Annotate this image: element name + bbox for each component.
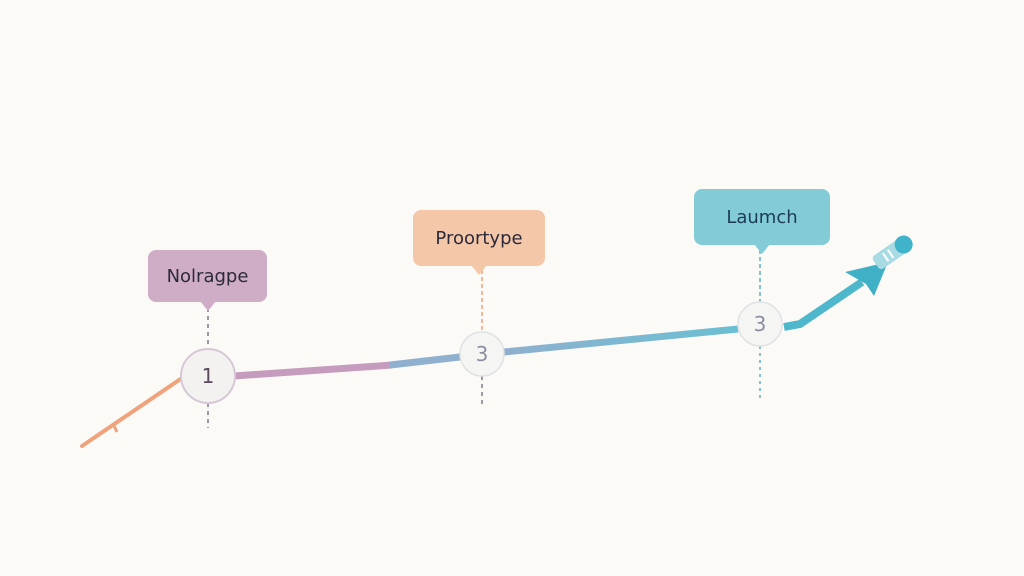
node-2-circle bbox=[459, 331, 505, 377]
segment-2 bbox=[389, 353, 461, 369]
node-3-circle bbox=[737, 301, 783, 347]
arrow-line bbox=[783, 278, 865, 331]
arrow-head bbox=[845, 262, 888, 296]
node-1-number: 1 bbox=[201, 364, 215, 388]
segment-1 bbox=[233, 361, 393, 380]
rocket-icon bbox=[872, 235, 913, 270]
start-tick bbox=[111, 423, 119, 433]
node-1-circle bbox=[180, 348, 236, 404]
milestone-label-1: Nolragpe bbox=[148, 250, 267, 311]
node-2-number: 3 bbox=[475, 342, 489, 366]
milestone-label-3: Laumch bbox=[694, 189, 830, 254]
start-line bbox=[80, 376, 184, 448]
segment-3 bbox=[503, 325, 739, 356]
node-3-number: 3 bbox=[753, 312, 767, 336]
milestone-label-2: Proortype bbox=[413, 210, 545, 275]
